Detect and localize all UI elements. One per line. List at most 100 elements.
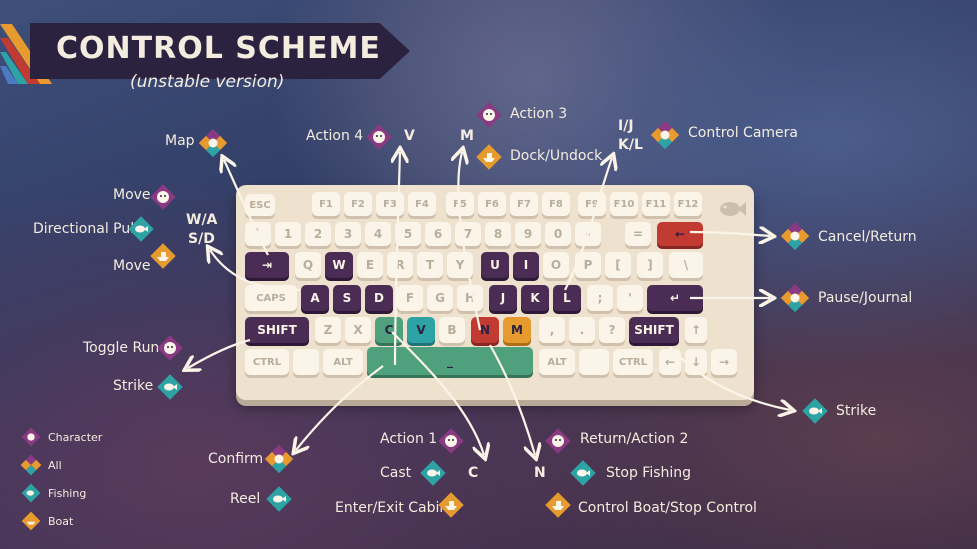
label-wa: W/A xyxy=(186,212,218,228)
key-quote: ' xyxy=(617,285,643,311)
key-shift-right: SHIFT xyxy=(629,317,679,343)
label-cast: Cast xyxy=(380,465,412,481)
key-u: U xyxy=(481,252,509,278)
key-f10: F10 xyxy=(610,192,638,216)
label-sd: S/D xyxy=(188,231,215,247)
all-diamond-icon xyxy=(780,283,810,313)
key-7: 7 xyxy=(455,222,481,246)
key-m: M xyxy=(503,317,531,343)
label-c-key: C xyxy=(468,465,479,481)
boat-diamond-icon xyxy=(150,243,176,269)
legend-all: All xyxy=(48,459,62,472)
label-action4: Action 4 xyxy=(306,128,364,144)
key-f: F xyxy=(397,285,423,311)
label-confirm: Confirm xyxy=(208,451,264,467)
key-esc: ESC xyxy=(245,194,275,216)
key-i: I xyxy=(513,252,539,278)
legend-fishing-icon xyxy=(21,483,41,503)
label-move-boat: Move xyxy=(113,258,151,274)
key-x: X xyxy=(345,317,371,343)
all-diamond-icon xyxy=(780,221,810,251)
label-directional-pull: Directional Pull xyxy=(33,221,139,237)
label-return-action2: Return/Action 2 xyxy=(580,431,689,447)
key-tab: ⇥ xyxy=(245,252,289,278)
key-f6: F6 xyxy=(478,192,506,216)
page-title: CONTROL SCHEME xyxy=(56,31,381,66)
character-diamond-icon xyxy=(545,428,571,454)
key-d: D xyxy=(365,285,393,311)
key-fn-left xyxy=(293,349,319,375)
key-shift-left: SHIFT xyxy=(245,317,309,343)
key-v: V xyxy=(407,317,435,343)
fishing-diamond-icon xyxy=(157,374,183,400)
all-diamond-icon xyxy=(198,128,228,158)
fishing-diamond-icon xyxy=(420,460,446,486)
key-s: S xyxy=(333,285,361,311)
key-f1: F1 xyxy=(312,192,340,216)
label-cabin: Enter/Exit Cabin xyxy=(335,500,449,516)
keyboard: ESC F1 F2 F3 F4 F5 F6 F7 F8 F9 F10 F11 F… xyxy=(236,185,754,400)
fish-logo-icon xyxy=(720,202,746,216)
label-map: Map xyxy=(165,133,195,149)
fishing-diamond-icon xyxy=(266,486,292,512)
key-f7: F7 xyxy=(510,192,538,216)
key-ctrl-right: CTRL xyxy=(613,349,653,375)
label-reel: Reel xyxy=(230,491,261,507)
key-t: T xyxy=(417,252,443,278)
label-action3-key: M xyxy=(460,128,474,144)
label-stop-fishing: Stop Fishing xyxy=(606,465,692,481)
key-lbracket: [ xyxy=(605,252,631,278)
key-2: 2 xyxy=(305,222,331,246)
character-diamond-icon xyxy=(366,124,392,150)
legend-boat-icon xyxy=(21,511,41,531)
label-kl: K/L xyxy=(618,137,643,153)
boat-diamond-icon xyxy=(438,492,464,518)
label-camera: Control Camera xyxy=(688,125,798,141)
key-f5: F5 xyxy=(446,192,474,216)
key-j: J xyxy=(489,285,517,311)
key-0: 0 xyxy=(545,222,571,246)
key-w: W xyxy=(325,252,353,278)
key-8: 8 xyxy=(485,222,511,246)
key-f8: F8 xyxy=(542,192,570,216)
key-backspace: ← xyxy=(657,222,703,246)
key-5: 5 xyxy=(395,222,421,246)
key-semicolon: ; xyxy=(587,285,613,311)
character-diamond-icon xyxy=(476,102,502,128)
key-f2: F2 xyxy=(344,192,372,216)
key-b: B xyxy=(439,317,465,343)
legend-fishing: Fishing xyxy=(48,487,87,500)
key-g: G xyxy=(427,285,453,311)
key-arrow-down: ↓ xyxy=(685,349,707,375)
legend-character: Character xyxy=(48,431,103,444)
page-subtitle: (unstable version) xyxy=(130,72,285,92)
title-banner xyxy=(30,23,410,79)
label-cancel-return: Cancel/Return xyxy=(818,229,917,245)
key-question: ? xyxy=(599,317,625,343)
key-arrow-right: → xyxy=(711,349,737,375)
key-alt-left: ALT xyxy=(323,349,363,375)
label-move-character: Move xyxy=(113,187,151,203)
fishing-diamond-icon xyxy=(802,398,828,424)
key-k: K xyxy=(521,285,549,311)
key-equals: = xyxy=(625,222,651,246)
key-z: Z xyxy=(315,317,341,343)
label-ij: I/J xyxy=(618,118,634,134)
key-fn-right xyxy=(579,349,609,375)
key-4: 4 xyxy=(365,222,391,246)
key-r: R xyxy=(387,252,413,278)
key-f12: F12 xyxy=(674,192,702,216)
key-backslash: \ xyxy=(669,252,703,278)
key-arrow-up: ↑ xyxy=(685,317,707,343)
boat-diamond-icon xyxy=(476,144,502,170)
label-n-key: N xyxy=(534,465,546,481)
character-diamond-icon xyxy=(150,184,176,210)
all-diamond-icon xyxy=(264,444,294,474)
legend-all-icon xyxy=(20,454,42,476)
label-strike-right: Strike xyxy=(836,403,877,419)
label-action3: Action 3 xyxy=(510,106,568,122)
key-f9: F9 xyxy=(578,192,606,216)
key-period: . xyxy=(569,317,595,343)
key-1: 1 xyxy=(275,222,301,246)
key-e: E xyxy=(357,252,383,278)
